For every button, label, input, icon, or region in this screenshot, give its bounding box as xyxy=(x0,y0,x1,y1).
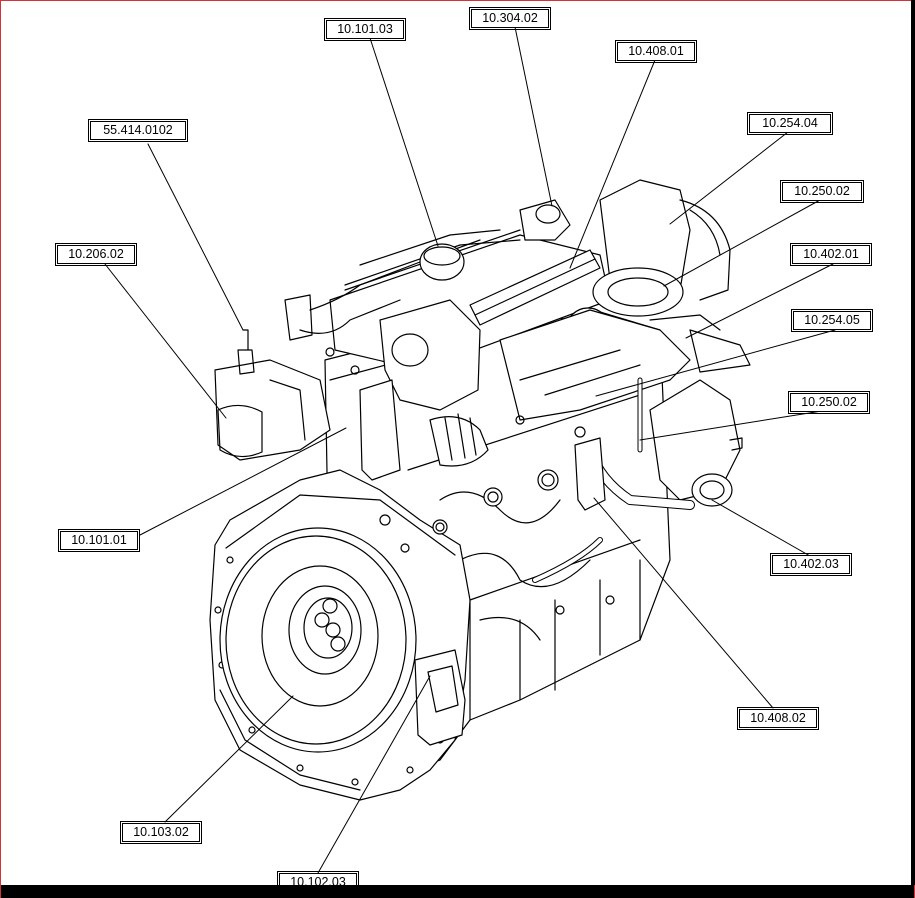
coolant-pipe xyxy=(532,377,695,583)
callout-label: 10.408.01 xyxy=(615,40,697,63)
fuel-pump xyxy=(359,299,489,481)
callout-label: 55.414.0102 xyxy=(88,119,188,142)
callout-label: 10.304.02 xyxy=(469,7,551,30)
callout-label: 10.101.03 xyxy=(324,18,406,41)
frame-right-edge xyxy=(911,0,915,885)
mounting-pad xyxy=(414,649,466,746)
callout-label: 10.254.04 xyxy=(747,112,833,135)
starter-motor xyxy=(649,379,743,507)
exhaust-manifold xyxy=(499,309,751,421)
callout-label: 10.206.02 xyxy=(55,243,137,266)
callout-label: 10.250.02 xyxy=(780,180,864,203)
callout-label: 10.250.02 xyxy=(788,391,870,414)
bottom-border-bar xyxy=(1,885,914,898)
common-rail xyxy=(469,249,601,326)
block-details xyxy=(325,347,615,615)
flywheel xyxy=(219,527,417,753)
leader-lines xyxy=(104,26,836,874)
callout-label: 10.254.05 xyxy=(791,309,873,332)
left-bracket xyxy=(214,329,331,461)
callout-label: 10.402.03 xyxy=(770,553,852,576)
callout-label: 10.103.02 xyxy=(120,821,202,844)
callout-label: 10.402.01 xyxy=(790,243,872,266)
callout-label: 10.101.01 xyxy=(58,529,140,552)
callout-label: 10.408.02 xyxy=(737,707,819,730)
